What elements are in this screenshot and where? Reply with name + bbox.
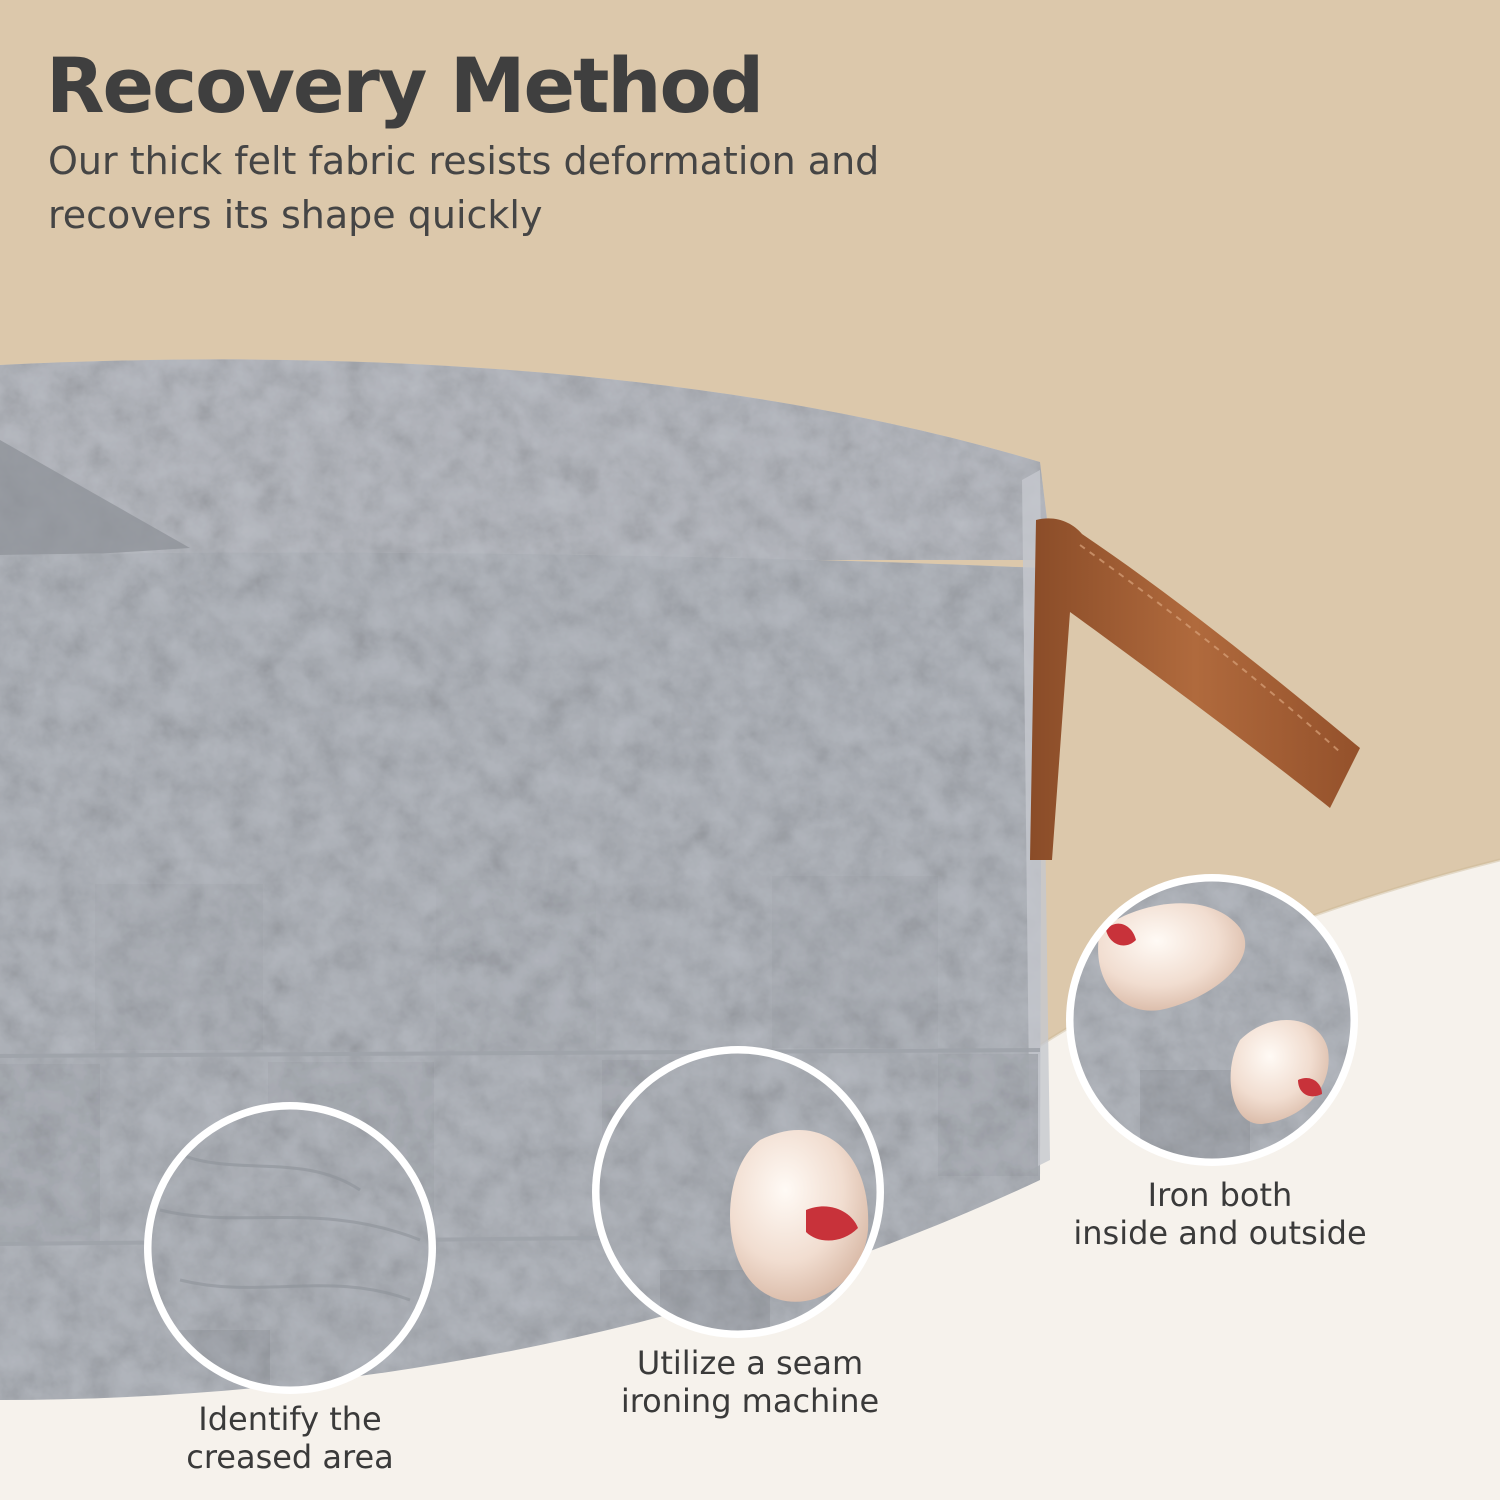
page-title: Recovery Method [46,41,764,130]
caption-line: Iron both [1147,1176,1293,1214]
caption-line: Utilize a seam [636,1344,864,1382]
leather-handle [1030,518,1360,860]
zoom-circle-crease [144,1102,436,1394]
iron-icon-top [1098,903,1246,1011]
caption-line: Identify the [198,1400,382,1438]
step-caption-iron-both: Iron both inside and outside [1020,1176,1420,1252]
caption-line: inside and outside [1073,1214,1367,1252]
iron-icon [730,1130,869,1302]
page-subtitle: Our thick felt fabric resists deformatio… [48,139,880,237]
caption-line: creased area [186,1438,394,1476]
zoom-circle-iron-both-sides [1066,874,1358,1166]
basket-inner-wall [0,359,1052,560]
step-caption-seam-iron: Utilize a seam ironing machine [560,1344,940,1420]
step-caption-identify: Identify the creased area [130,1400,450,1476]
basket-inner-shadow [0,440,190,560]
zoom-circle-iron [592,1046,884,1338]
iron-icon-bottom [1230,1019,1329,1125]
caption-line: ironing machine [620,1382,880,1420]
